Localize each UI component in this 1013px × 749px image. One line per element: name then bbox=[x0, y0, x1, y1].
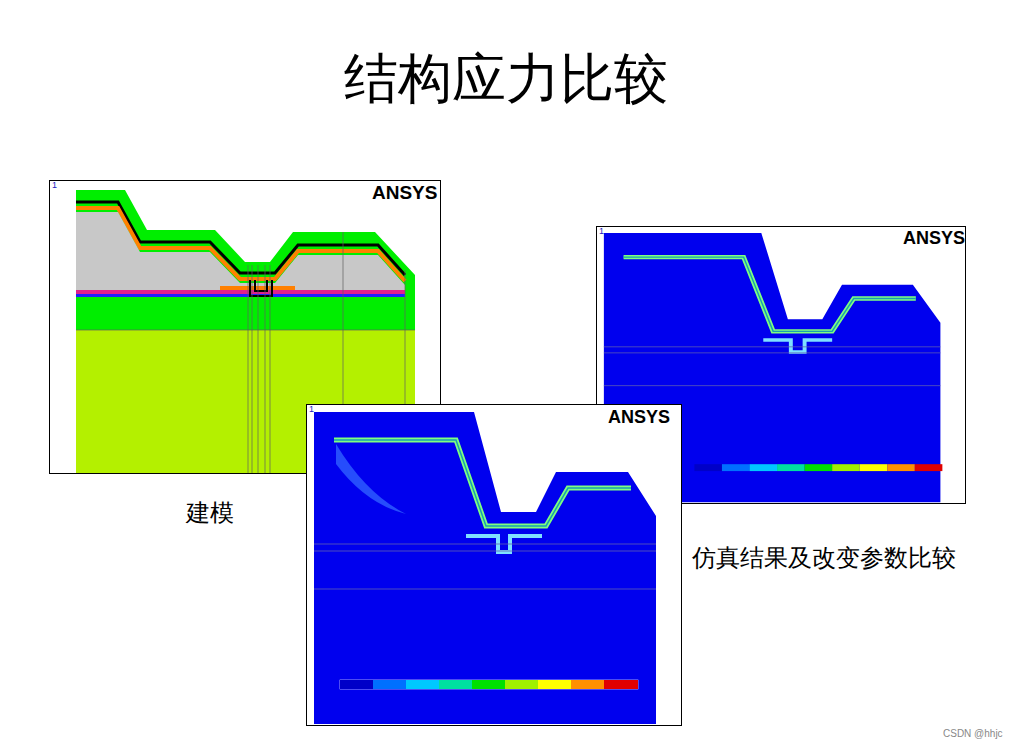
slide-title: 结构应力比较 bbox=[344, 50, 668, 109]
software-logo: ANSYS bbox=[608, 408, 670, 428]
software-logo: ANSYS bbox=[372, 183, 437, 204]
panel-caption: 建模 bbox=[186, 500, 234, 526]
software-logo: ANSYS bbox=[903, 229, 965, 249]
window-number: 1 bbox=[599, 227, 604, 237]
window-number: 1 bbox=[309, 405, 314, 415]
result-panel bbox=[307, 405, 682, 726]
watermark: CSDN @hhjc bbox=[943, 728, 1003, 739]
panel-caption: 仿真结果及改变参数比较 bbox=[692, 545, 956, 571]
window-number: 1 bbox=[52, 181, 57, 191]
